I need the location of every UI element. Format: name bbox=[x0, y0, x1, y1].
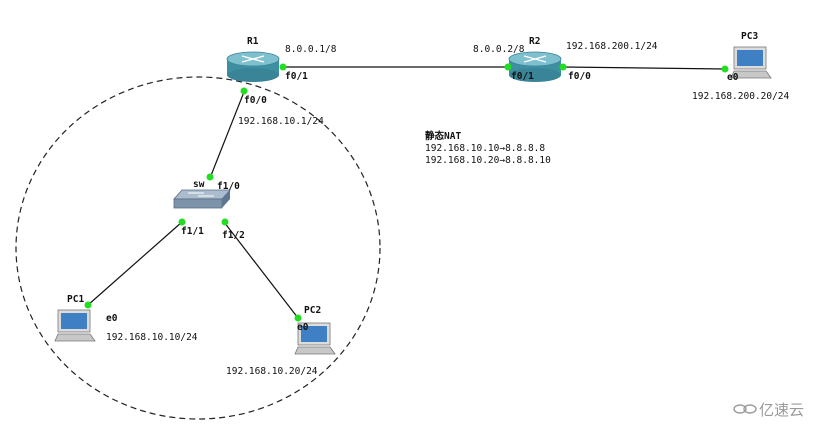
pc2-e0-label: e0 bbox=[297, 322, 309, 333]
port-dot-pc2-e0[interactable] bbox=[294, 314, 302, 322]
pc-screen bbox=[61, 313, 87, 329]
r1-f00-label: f0/0 bbox=[244, 95, 267, 106]
link-sw-pc1[interactable] bbox=[87, 221, 183, 306]
pc-keyboard bbox=[730, 70, 772, 79]
pc3-e0-label: e0 bbox=[727, 72, 739, 83]
link-sw-pc2[interactable] bbox=[223, 221, 299, 319]
pc-keyboard bbox=[294, 346, 336, 355]
r1-f01-label: f0/1 bbox=[285, 71, 308, 82]
port-dot-pc1-e0[interactable] bbox=[84, 301, 92, 309]
sw-f12-label: f1/2 bbox=[222, 230, 245, 241]
switch-side bbox=[222, 190, 230, 208]
nat-note-title: 静态NAT bbox=[425, 130, 461, 142]
port-dot-sw-f11[interactable] bbox=[178, 218, 186, 226]
pc-screen bbox=[737, 50, 763, 66]
port-dot-pc3-e0[interactable] bbox=[721, 65, 729, 73]
pc1-address: 192.168.10.10/24 bbox=[106, 332, 198, 343]
pc-keyboard bbox=[54, 333, 96, 342]
switch-arrows-icon bbox=[188, 192, 214, 197]
port-dot-r2-f00[interactable] bbox=[559, 63, 567, 71]
pc1-e0-label: e0 bbox=[106, 313, 118, 324]
lan-boundary-ellipse bbox=[15, 76, 381, 420]
router-bottom bbox=[509, 68, 561, 82]
watermark-text: 亿速云 bbox=[759, 401, 804, 419]
port-dot-r1-f01[interactable] bbox=[279, 63, 287, 71]
pc-pc1[interactable] bbox=[54, 309, 96, 342]
router-arrows-icon bbox=[241, 55, 265, 63]
r2-f01-label: f0/1 bbox=[511, 71, 534, 82]
links bbox=[87, 66, 726, 319]
link-r1-sw[interactable] bbox=[209, 91, 245, 179]
router-r2[interactable] bbox=[508, 51, 562, 82]
router-bottom bbox=[227, 68, 279, 82]
watermark: 亿速云 bbox=[733, 401, 804, 419]
pc-pc3[interactable] bbox=[730, 46, 772, 79]
sw-name-label: sw bbox=[193, 179, 205, 190]
port-dots bbox=[84, 63, 729, 322]
r1-wan-address: 8.0.0.1/8 bbox=[285, 44, 337, 55]
cloud-logo-icon bbox=[733, 404, 757, 414]
sw-f11-label: f1/1 bbox=[181, 226, 204, 237]
router-r1[interactable] bbox=[226, 51, 280, 82]
r2-name-label: R2 bbox=[529, 36, 540, 47]
nat-note-line: 192.168.10.10→8.8.8.8 bbox=[425, 143, 545, 154]
pc1-name-label: PC1 bbox=[67, 294, 84, 305]
link-r2-pc3[interactable] bbox=[562, 66, 726, 70]
port-dot-r1-f00[interactable] bbox=[240, 87, 248, 95]
sw-f10-label: f1/0 bbox=[217, 181, 240, 192]
pc2-name-label: PC2 bbox=[304, 305, 321, 316]
pc2-address: 192.168.10.20/24 bbox=[226, 366, 318, 377]
r2-lan-address: 192.168.200.1/24 bbox=[566, 41, 658, 52]
r2-wan-address: 8.0.0.2/8 bbox=[473, 44, 525, 55]
port-dot-r2-f01[interactable] bbox=[504, 63, 512, 71]
r1-name-label: R1 bbox=[247, 36, 259, 47]
switch-front bbox=[173, 198, 223, 209]
router-arrows-icon bbox=[523, 55, 547, 63]
pc-screen bbox=[301, 326, 327, 342]
r1-lan-address: 192.168.10.1/24 bbox=[238, 116, 324, 127]
port-dot-sw-f12[interactable] bbox=[221, 218, 229, 226]
switch-sw[interactable] bbox=[173, 189, 231, 209]
pc-pc2[interactable] bbox=[294, 322, 336, 355]
pc3-name-label: PC3 bbox=[741, 31, 758, 42]
port-dot-sw-f10[interactable] bbox=[206, 173, 214, 181]
r2-f00-label: f0/0 bbox=[568, 71, 591, 82]
pc3-address: 192.168.200.20/24 bbox=[692, 91, 790, 102]
nat-note-line: 192.168.10.20→8.8.8.10 bbox=[425, 155, 551, 166]
